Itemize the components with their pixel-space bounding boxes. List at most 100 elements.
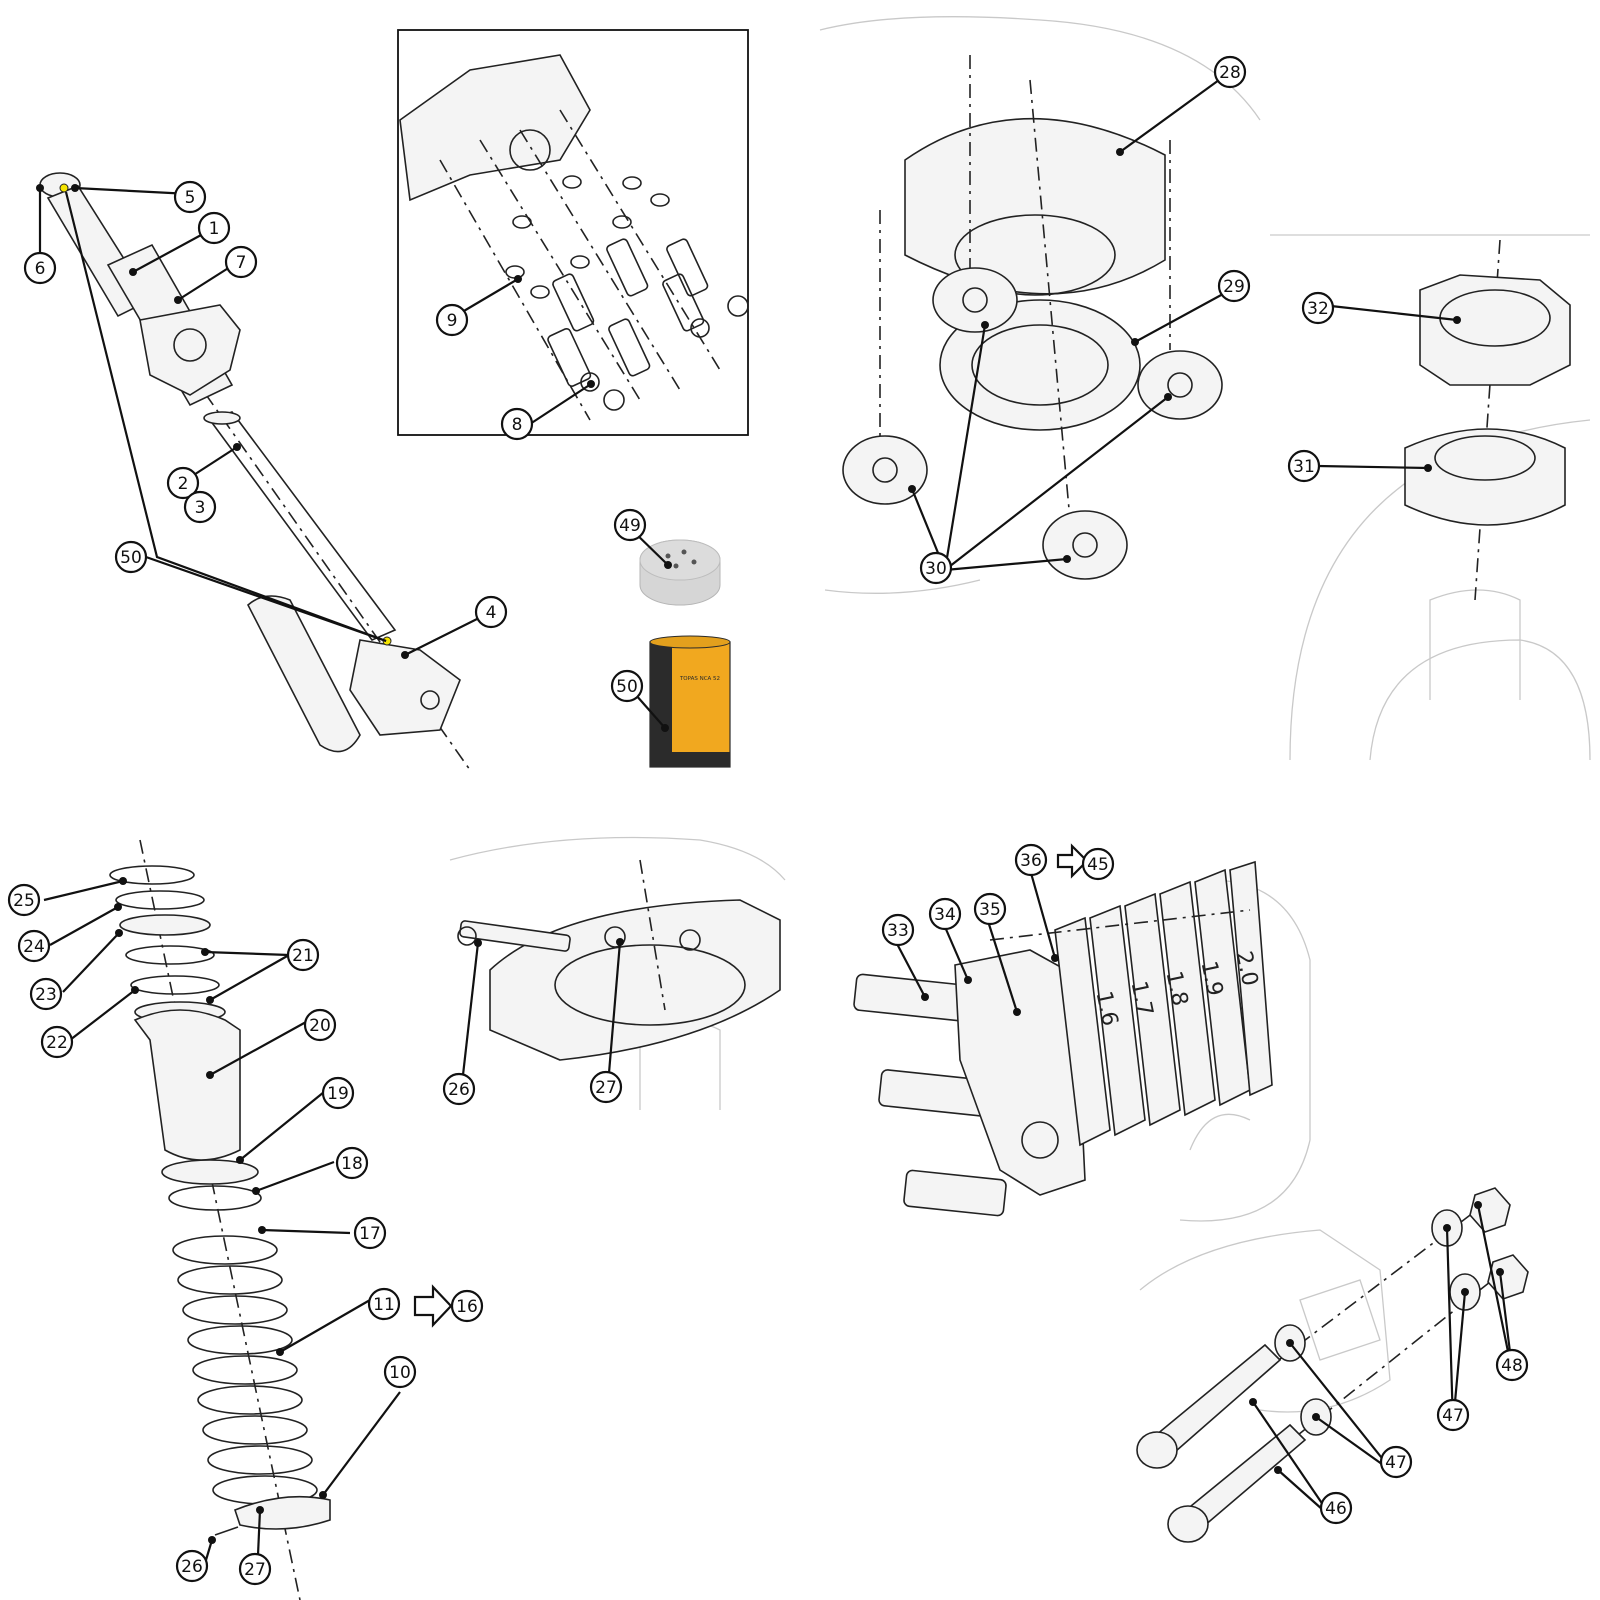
callout-circle (1379, 1445, 1413, 1479)
callout-circle (881, 913, 915, 947)
adapter-35 (954, 949, 1086, 1196)
callout-48: 48 (1495, 1348, 1529, 1382)
callout-circle (224, 245, 258, 279)
callout-34: 34 (928, 897, 962, 931)
callout-circle (919, 551, 953, 585)
callout-circle (303, 1008, 337, 1042)
top-mount-panel (819, 16, 1261, 594)
spring-retainer-10 (234, 1495, 331, 1530)
callout-50: 50 (114, 540, 148, 574)
callout-49: 49 (613, 508, 647, 542)
callout-circle (335, 1146, 369, 1180)
long-bolts-46 (1136, 1343, 1307, 1543)
callout-number: 3 (195, 498, 206, 518)
callout-circle (450, 1289, 484, 1323)
grease-can-50: TOPAS NCA 52 (649, 635, 731, 768)
callout-3: 3 (183, 490, 217, 524)
spring-stack-panel (109, 839, 331, 1600)
callout-number: 5 (185, 188, 196, 208)
callout-6: 6 (23, 251, 57, 285)
callout-11: 11 (367, 1287, 401, 1321)
callout-2: 2 (166, 466, 200, 500)
shim-bolts-33 (853, 973, 1007, 1217)
callout-circle (175, 1549, 209, 1583)
callout-22: 22 (40, 1025, 74, 1059)
callout-47: 47 (1436, 1398, 1470, 1432)
callout-circle (238, 1552, 272, 1586)
callout-circle (474, 595, 508, 629)
callout-circle (1081, 847, 1115, 881)
callout-30: 30 (919, 551, 953, 585)
callout-circle (435, 303, 469, 337)
callout-36: 36 (1014, 843, 1048, 877)
callout-circle (1217, 269, 1251, 303)
spring-seat-20 (133, 1009, 241, 1161)
callout-50: 50 (610, 669, 644, 703)
callout-number: 27 (244, 1560, 266, 1580)
callout-32: 32 (1301, 291, 1335, 325)
arrow-icon (413, 1284, 453, 1328)
callout-10: 10 (383, 1355, 417, 1389)
callout-number: 35 (979, 900, 1001, 920)
callout-9: 9 (435, 303, 469, 337)
inset-bolts (547, 238, 749, 411)
callout-35: 35 (973, 892, 1007, 926)
callout-number: 18 (341, 1154, 363, 1174)
callout-number: 33 (887, 921, 909, 941)
callout-number: 7 (236, 253, 247, 273)
callout-circle (23, 251, 57, 285)
callout-28: 28 (1213, 55, 1247, 89)
nuts-48 (1469, 1187, 1529, 1300)
callout-number: 2 (178, 474, 189, 494)
coil-spring-11 (172, 1235, 318, 1505)
callout-number: 16 (456, 1297, 478, 1317)
callout-number: 31 (1293, 457, 1315, 477)
callout-26: 26 (175, 1549, 209, 1583)
callout-number: 30 (925, 559, 947, 579)
callout-number: 4 (486, 603, 497, 623)
callout-number: 27 (595, 1078, 617, 1098)
ring-18 (168, 1185, 262, 1211)
ring-29 (939, 299, 1141, 431)
callout-17: 17 (353, 1216, 387, 1250)
ring-31 (1404, 428, 1566, 526)
callout-16: 16 (450, 1289, 484, 1323)
callout-circle (613, 508, 647, 542)
callout-number: 20 (309, 1016, 331, 1036)
callout-circle (173, 180, 207, 214)
callout-8: 8 (500, 407, 534, 441)
callout-circle (1436, 1398, 1470, 1432)
callout-circle (321, 1076, 355, 1110)
callout-number: 47 (1385, 1453, 1407, 1473)
callout-number: 21 (292, 946, 314, 966)
shim-stack-panel: 1.6 1.7 1.8 1.9 2.0 (853, 860, 1311, 1222)
callout-number: 45 (1087, 855, 1109, 875)
callout-number: 46 (1325, 1499, 1347, 1519)
clamp-housing (489, 899, 781, 1061)
nut-32 (1419, 274, 1571, 386)
upper-mount-bore (173, 328, 207, 362)
callout-number: 50 (120, 548, 142, 568)
callout-circle (973, 892, 1007, 926)
lower-clevis-bore (420, 690, 440, 710)
callout-number: 11 (373, 1295, 395, 1315)
nut-panel (1270, 234, 1591, 761)
callout-number: 26 (181, 1557, 203, 1577)
callout-number: 8 (512, 415, 523, 435)
callout-25: 25 (7, 883, 41, 917)
upper-cup-28 (904, 117, 1166, 295)
callout-circle (383, 1355, 417, 1389)
callout-number: 10 (389, 1363, 411, 1383)
clamp-bolt-26 (459, 920, 571, 952)
callout-4: 4 (474, 595, 508, 629)
callout-1: 1 (197, 211, 231, 245)
callout-20: 20 (303, 1008, 337, 1042)
callout-47: 47 (1379, 1445, 1413, 1479)
callout-circle (610, 669, 644, 703)
callout-circle (17, 929, 51, 963)
callout-33: 33 (881, 913, 915, 947)
mounting-bolts-panel (1136, 1187, 1529, 1543)
callout-23: 23 (29, 977, 63, 1011)
callout-number: 26 (448, 1080, 470, 1100)
